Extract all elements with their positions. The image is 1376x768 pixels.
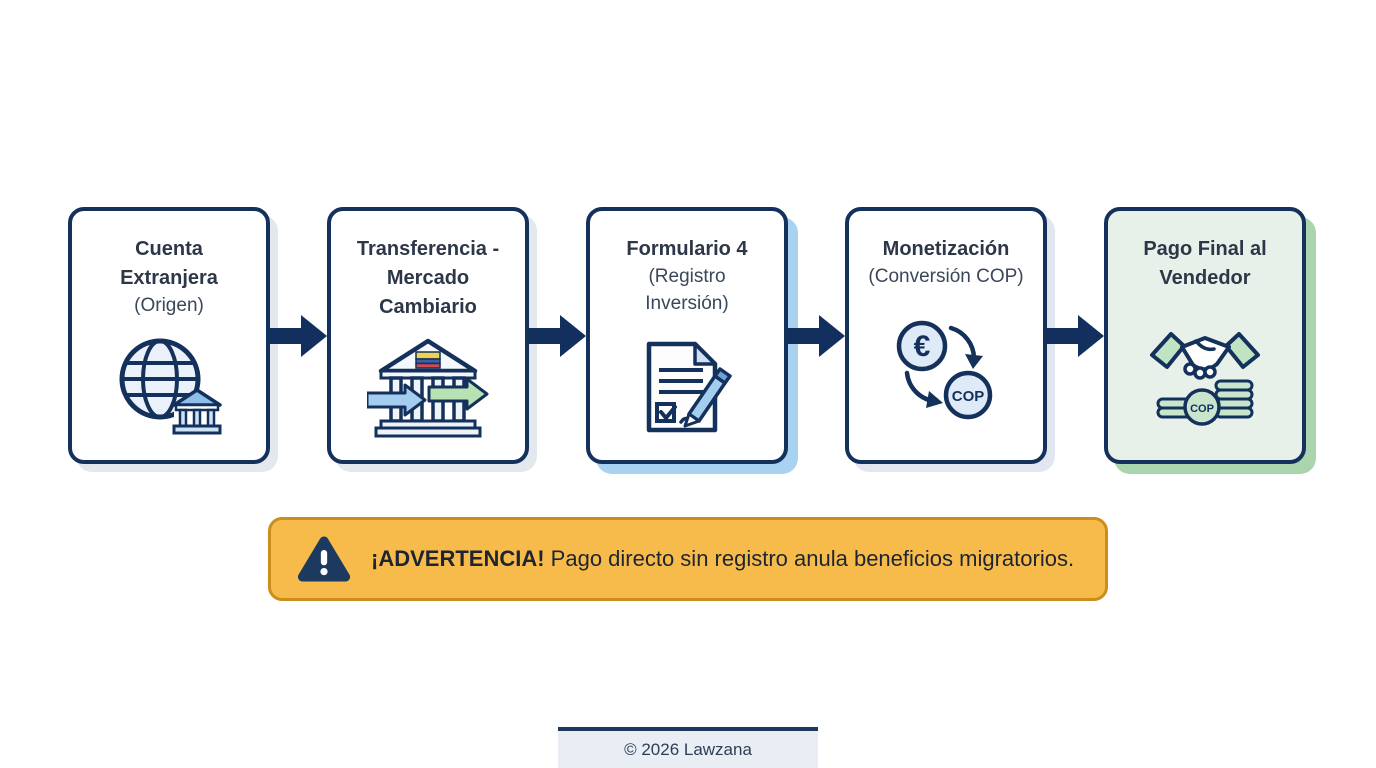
step-title: Formulario 4 (626, 238, 748, 260)
step-title: Transferencia - Mercado Cambiario (356, 238, 500, 318)
warning-message: Pago directo sin registro anula benefici… (544, 546, 1075, 571)
footer: © 2026 Lawzana (558, 727, 818, 768)
flow-step-pago-final: Pago Final al Vendedor C (1104, 207, 1306, 464)
step-subtitle: (Origen) (134, 295, 204, 316)
process-flow: Cuenta Extranjera (Origen) (68, 207, 1306, 464)
globe-bank-icon (114, 320, 224, 448)
warning-text: ¡ADVERTENCIA! Pago directo sin registro … (371, 546, 1074, 572)
step-title: Pago Final al Vendedor (1143, 238, 1267, 289)
cop-coin-label: COP (1190, 403, 1214, 415)
flow-arrow-icon (529, 314, 586, 358)
bank-transfer-icon (367, 322, 489, 448)
document-pen-icon (631, 317, 743, 448)
cop-label: COP (952, 388, 985, 405)
handshake-coins-icon: COP (1144, 293, 1266, 448)
step-subtitle: (Registro Inversión) (645, 266, 729, 314)
warning-banner: ¡ADVERTENCIA! Pago directo sin registro … (268, 517, 1108, 601)
flow-step-transferencia: Transferencia - Mercado Cambiario (327, 207, 529, 464)
step-title: Cuenta Extranjera (120, 238, 218, 289)
flow-arrow-icon (1047, 314, 1104, 358)
flow-step-formulario-4: Formulario 4 (Registro Inversión) (586, 207, 788, 464)
currency-swap-icon: € COP (893, 291, 999, 448)
step-title: Monetización (882, 238, 1010, 260)
flow-step-monetizacion: Monetización (Conversión COP) € COP (845, 207, 1047, 464)
warning-label: ¡ADVERTENCIA! (371, 546, 545, 571)
warning-triangle-icon (297, 534, 351, 584)
flow-arrow-icon (788, 314, 845, 358)
flow-step-cuenta-extranjera: Cuenta Extranjera (Origen) (68, 207, 270, 464)
flow-arrow-icon (270, 314, 327, 358)
step-subtitle: (Conversión COP) (868, 266, 1024, 287)
euro-symbol: € (914, 330, 931, 363)
copyright-text: © 2026 Lawzana (624, 740, 752, 759)
